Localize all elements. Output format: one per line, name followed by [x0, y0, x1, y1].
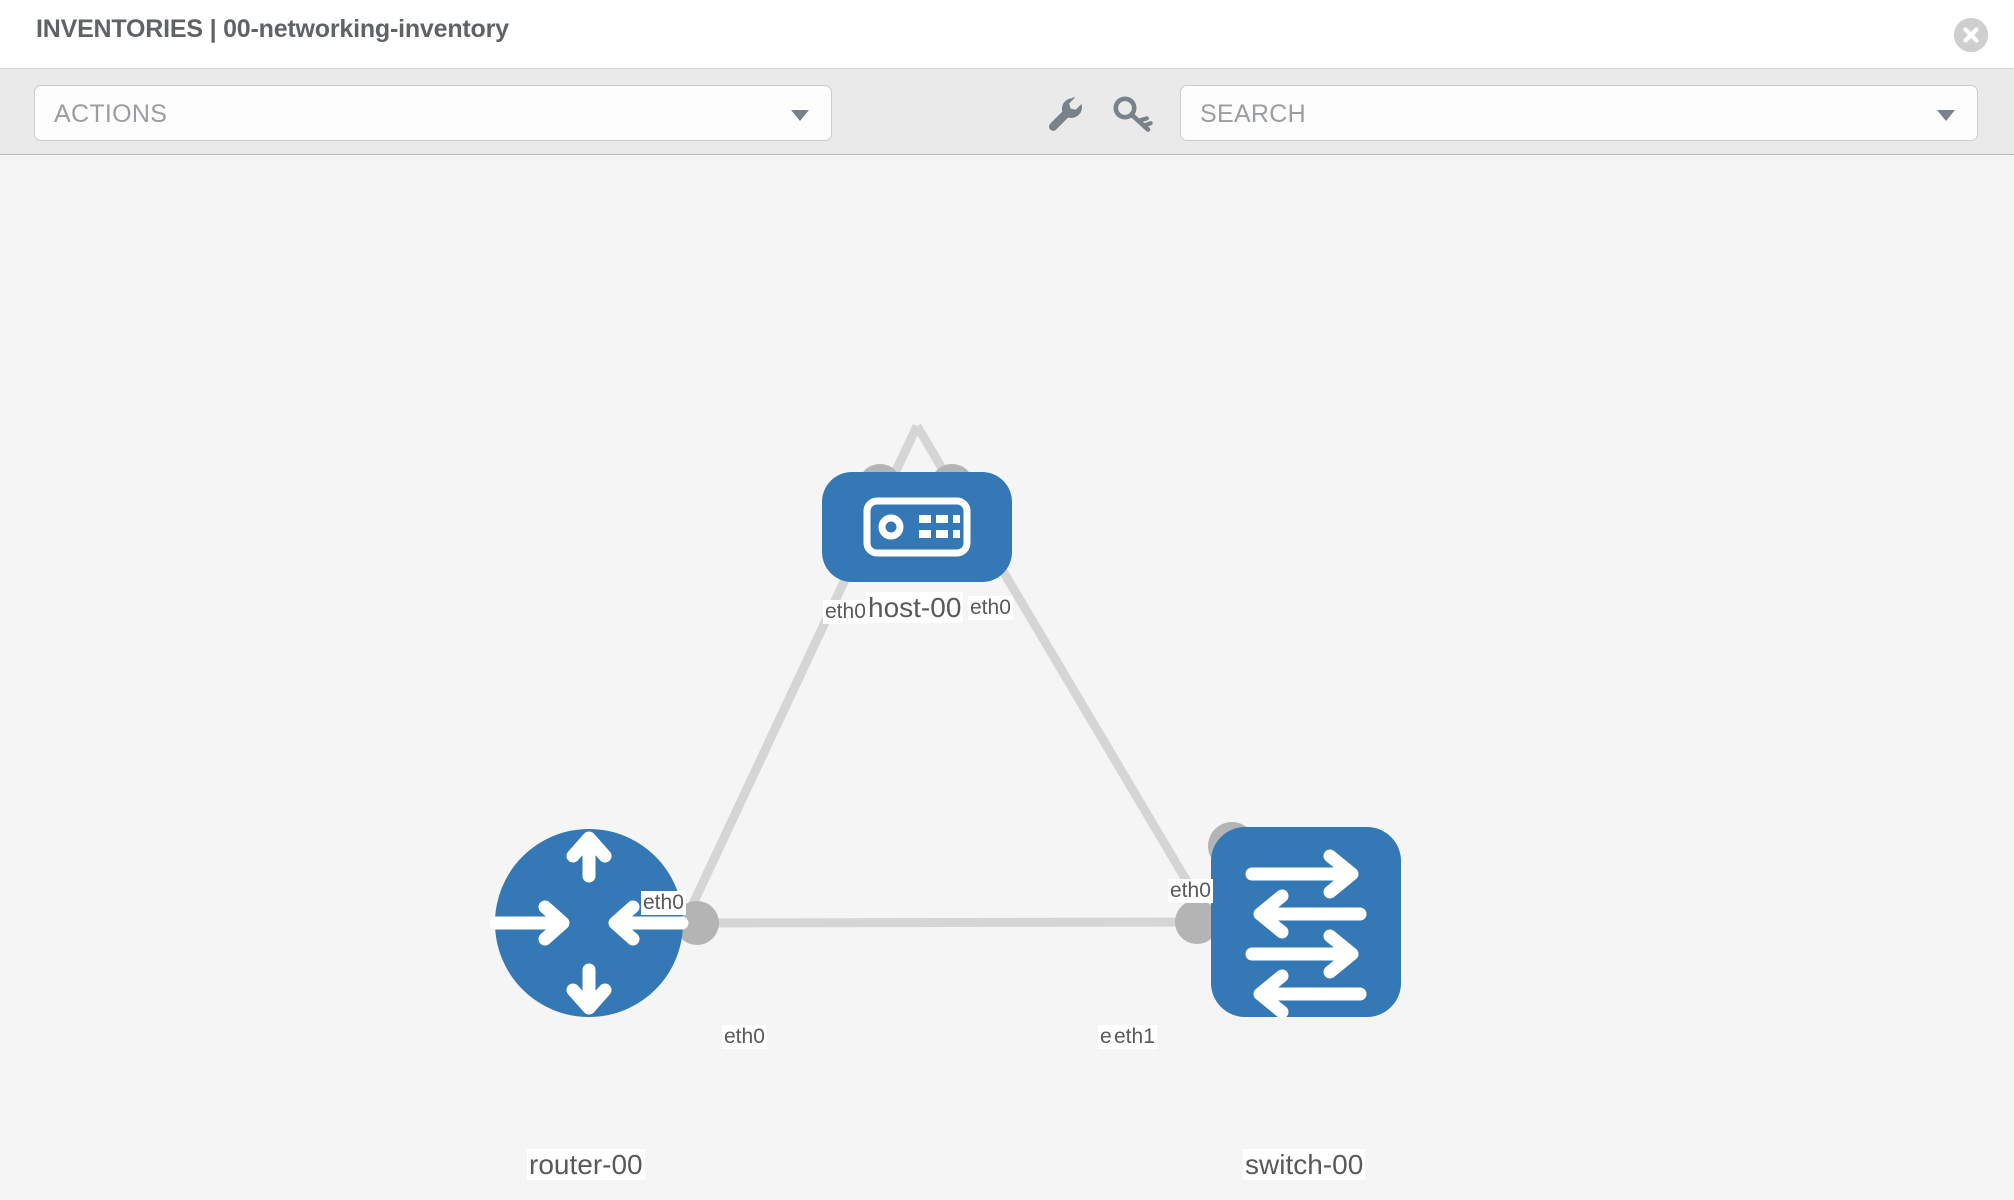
page-header: INVENTORIES | 00-networking-inventory	[0, 0, 2014, 69]
switch-arrows-icon	[1245, 849, 1367, 1019]
key-icon[interactable]	[1110, 92, 1154, 136]
close-icon[interactable]	[1954, 18, 1988, 52]
page-title: INVENTORIES | 00-networking-inventory	[36, 15, 509, 43]
edge-label: eth1	[1112, 1025, 1157, 1049]
chevron-down-icon[interactable]	[1937, 110, 1955, 121]
edge-label: eth0	[968, 596, 1013, 620]
node-label-host-00: host-00	[866, 592, 964, 624]
router-arrows-icon	[489, 831, 689, 1015]
endpoint-router-right	[675, 901, 719, 945]
server-icon	[863, 497, 971, 557]
endpoint-switch-left	[1175, 900, 1219, 944]
node-switch-00[interactable]	[1211, 827, 1401, 1019]
edge-label: eth0	[823, 600, 868, 624]
node-label-router-00: router-00	[527, 1149, 645, 1181]
topology-graph[interactable]	[0, 156, 2014, 1200]
search-placeholder: SEARCH	[1200, 100, 1306, 128]
wrench-icon[interactable]	[1042, 92, 1086, 136]
edge-label: eth0	[722, 1025, 767, 1049]
search-input[interactable]: SEARCH	[1180, 85, 1978, 141]
actions-dropdown-label: ACTIONS	[54, 100, 168, 128]
node-host-00[interactable]	[822, 472, 1012, 582]
node-router-00[interactable]	[489, 829, 689, 1017]
edge-label: eth0	[641, 891, 686, 915]
link-router-switch	[683, 917, 1212, 928]
node-label-switch-00: switch-00	[1243, 1149, 1366, 1181]
actions-dropdown[interactable]: ACTIONS	[34, 85, 832, 141]
topology-canvas[interactable]: eth0 eth0 eth0 eth0 eth0 eth1 eth1 host-…	[0, 156, 2014, 1200]
chevron-down-icon	[791, 110, 809, 121]
edge-label: eth0	[1168, 879, 1213, 903]
